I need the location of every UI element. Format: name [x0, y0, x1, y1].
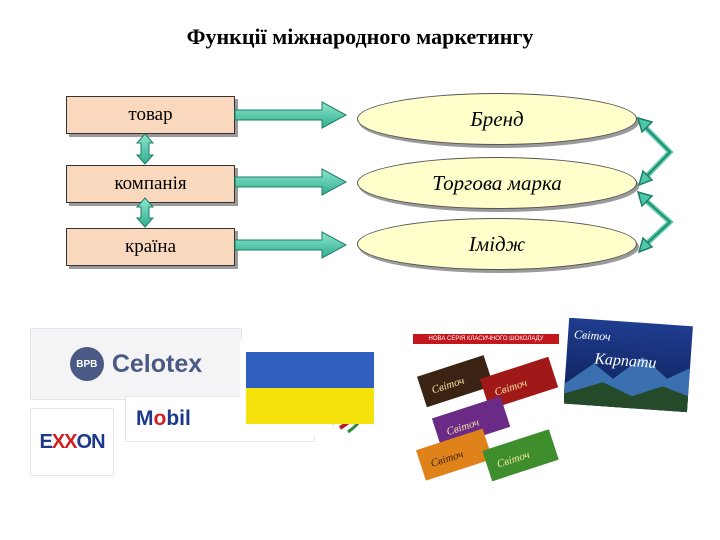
celotex-name: Celotex [111, 349, 203, 378]
node-trademark: Торгова марка [357, 157, 637, 209]
exxon-logo: EXXON [30, 408, 114, 476]
arrow-product-brand [234, 101, 348, 129]
node-product: товар [66, 96, 235, 134]
svitoch-chocolate-image: Світоч Світоч Світоч Світоч Світоч [413, 344, 561, 492]
node-country: країна [66, 228, 235, 266]
node-image: Імідж [357, 218, 637, 270]
karpaty-chocolate-image: Світоч Карпати [564, 318, 693, 413]
arrow-product-company [135, 133, 155, 165]
arrow-company-trademark [234, 168, 348, 196]
mobil-name: Mobil [136, 407, 191, 430]
node-brand: Бренд [357, 93, 637, 145]
arrow-country-image [234, 231, 348, 259]
arrow-trademark-image [636, 190, 674, 254]
arrow-company-country [135, 197, 155, 228]
arrow-brand-trademark [636, 116, 674, 187]
svg-text:Світоч: Світоч [574, 327, 612, 344]
exxon-name: EXXON [39, 430, 105, 453]
page-title: Функції міжнародного маркетингу [186, 24, 534, 49]
svg-text:Карпати: Карпати [593, 351, 657, 372]
chocolate-banner: НОВА СЕРІЯ КЛАСИЧНОГО ШОКОЛАДУ [413, 334, 559, 344]
celotex-logo: BPB Celotex [30, 328, 242, 400]
ukraine-flag-image [240, 340, 385, 435]
bpb-mark: BPB [69, 347, 104, 381]
